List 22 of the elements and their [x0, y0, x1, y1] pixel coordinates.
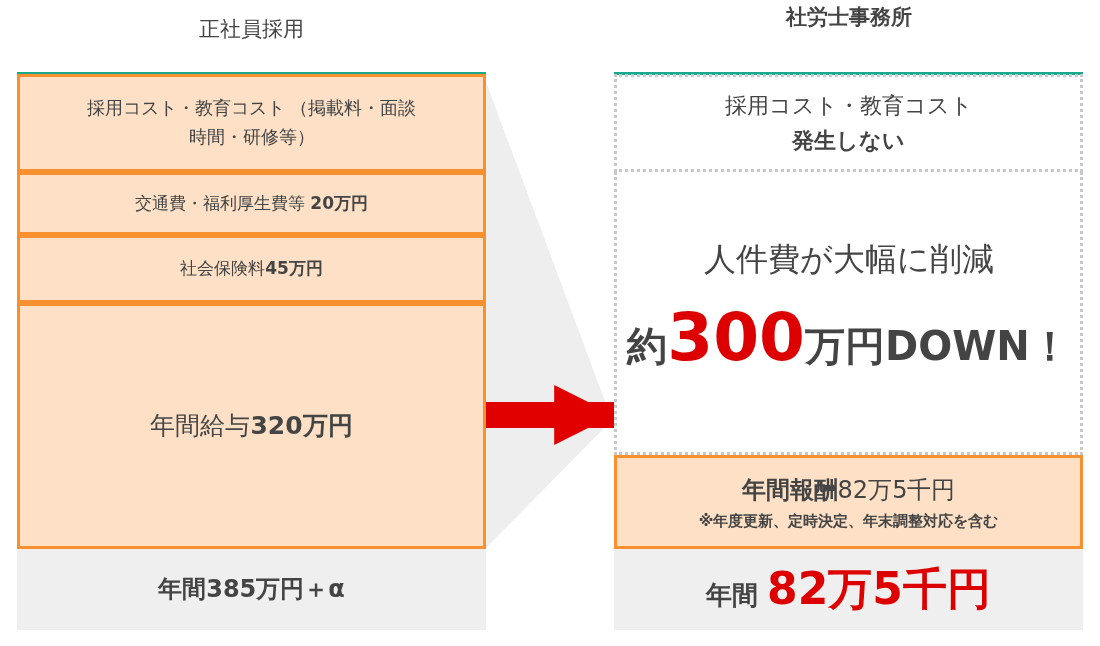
box-text: 年間給与320万円 [149, 410, 354, 442]
cost-box [17, 172, 486, 235]
box-text: 採用コスト・教育コスト （掲載料・面談時間・研修等） [85, 96, 418, 149]
salary-box [17, 303, 486, 549]
cost-box [17, 235, 486, 303]
arrow [486, 385, 614, 445]
box-text: 社会保険料45万円 [179, 257, 324, 281]
total-band [614, 549, 1083, 630]
column-heading: 社労士事務所 [614, 2, 1083, 75]
box-subtext: 約300万円DOWN！ [625, 297, 1071, 378]
cost-box [17, 74, 486, 172]
cost-box [614, 74, 1083, 172]
box-subtext: ※年度更新、定時決定、年末調整対応を含む [697, 511, 1000, 533]
box-text: 年間 82万5千円 [704, 562, 992, 617]
fee-box [614, 455, 1083, 549]
box-text: 年間報酬82万5千円 [740, 474, 957, 506]
box-subtext: 発生しない [790, 127, 906, 155]
box-text: 採用コスト・教育コスト [723, 91, 974, 120]
box-text: 交通費・福利厚生費等 20万円 [133, 191, 370, 215]
total-band [17, 549, 486, 630]
box-text: 人件費が大幅に削減 [702, 238, 995, 280]
box-text: 年間385万円＋α [156, 574, 346, 606]
